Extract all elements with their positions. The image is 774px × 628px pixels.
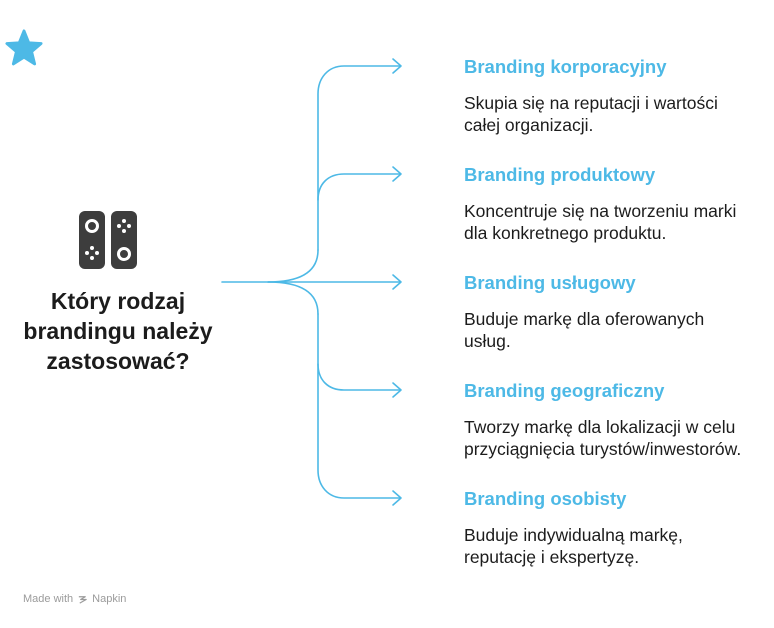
made-with-footer: Made with Napkin (23, 593, 126, 605)
branch-title: Branding geograficzny (464, 380, 665, 401)
napkin-logo-icon (78, 595, 87, 604)
arrowhead-2 (392, 166, 402, 182)
branch-2: Branding produktowy Koncentruje się na t… (464, 164, 754, 244)
branch-5: Branding osobisty Buduje indywidualną ma… (464, 488, 754, 568)
central-question: Który rodzaj brandingu należy zastosować… (23, 288, 213, 374)
arrowhead-3 (392, 274, 402, 290)
branch-title: Branding osobisty (464, 488, 627, 509)
branch-4: Branding geograficzny Tworzy markę dla l… (464, 380, 754, 460)
branch-description: Buduje indywidualną markę, reputację i e… (464, 525, 683, 567)
connector-line-1 (317, 65, 401, 251)
arrowhead-4 (392, 382, 402, 398)
arrowhead-5 (392, 490, 402, 506)
branch-description: Skupia się na reputacji i wartości całej… (464, 93, 718, 135)
connector-line-4 (317, 363, 401, 391)
branch-title: Branding korporacyjny (464, 56, 667, 77)
game-console-icon (79, 211, 137, 269)
branch-1: Branding korporacyjny Skupia się na repu… (464, 56, 754, 136)
made-with-label: Made with (23, 593, 74, 605)
connector-line-5 (317, 313, 401, 499)
branch-description: Tworzy markę dla lokalizacji w celu przy… (464, 417, 742, 459)
branch-title: Branding usługowy (464, 272, 636, 293)
arrowhead-1 (392, 58, 402, 74)
branch-3: Branding usługowy Buduje markę dla ofero… (464, 272, 754, 352)
connector-stem (267, 281, 319, 315)
napkin-brand: Napkin (92, 593, 127, 605)
branch-description: Koncentruje się na tworzeniu marki dla k… (464, 201, 737, 243)
branch-description: Buduje markę dla oferowanych usług. (464, 309, 705, 351)
connector-line-2 (317, 173, 401, 201)
star-icon (5, 29, 43, 66)
branch-title: Branding produktowy (464, 164, 656, 185)
connector-stem (221, 249, 319, 283)
